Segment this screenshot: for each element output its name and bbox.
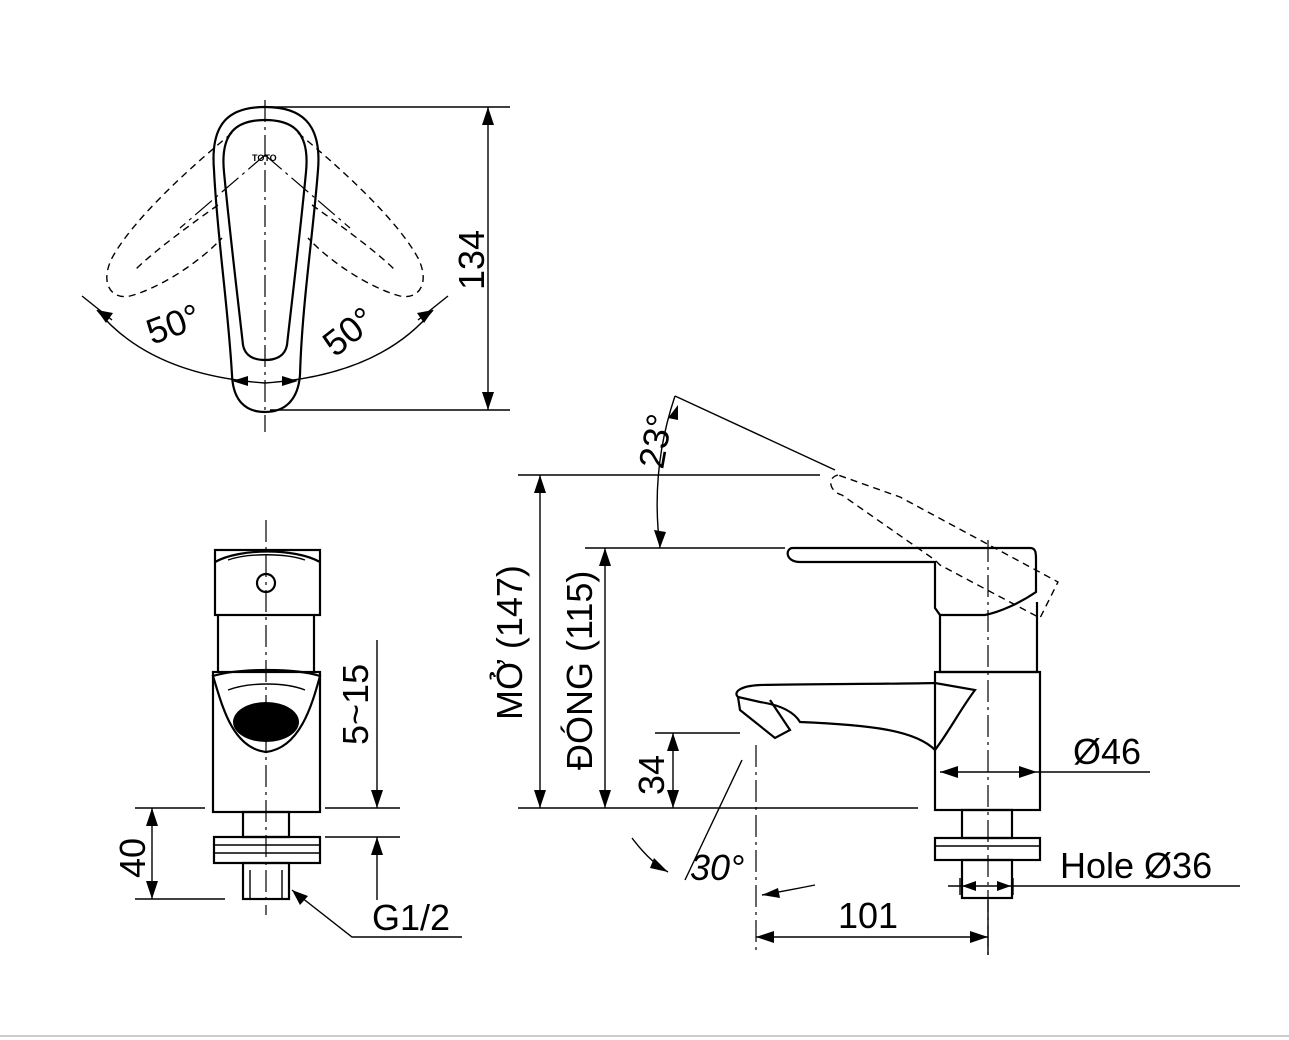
front-view: 5~15 40 G1/2 <box>112 520 462 938</box>
reach-label: 101 <box>838 895 898 936</box>
thickness-label: 5~15 <box>335 664 376 745</box>
angle-left-label: 50° <box>141 295 206 352</box>
handle-top-inner <box>222 118 308 362</box>
spout-angle-label: 30° <box>690 847 744 888</box>
handle-rotated-right <box>297 132 424 298</box>
handle-rotated-left <box>106 132 233 298</box>
lever-open-dashed <box>830 474 1059 619</box>
height-134-label: 134 <box>451 230 492 290</box>
spout-height-label: 34 <box>631 755 672 795</box>
open-height-label: MỞ (147) <box>488 565 530 720</box>
angle-right-label: 50° <box>315 298 383 364</box>
lever-tilt-label: 23° <box>631 411 681 472</box>
shank-label: 40 <box>112 838 153 878</box>
body-diameter-label: Ø46 <box>1073 731 1141 772</box>
side-view: 30° 23° MỞ (147) ĐÓNG (115) 34 Ø46 <box>488 395 1240 955</box>
angle-arc <box>96 309 434 384</box>
closed-height-label: ĐÓNG (115) <box>559 571 600 770</box>
handle-top-outline <box>212 105 320 414</box>
thread-label: G1/2 <box>372 897 450 938</box>
hole-label: Hole Ø36 <box>1060 845 1212 886</box>
top-view: TOTO 50° 50° 134 <box>81 100 510 432</box>
logo-text: TOTO <box>252 153 277 163</box>
